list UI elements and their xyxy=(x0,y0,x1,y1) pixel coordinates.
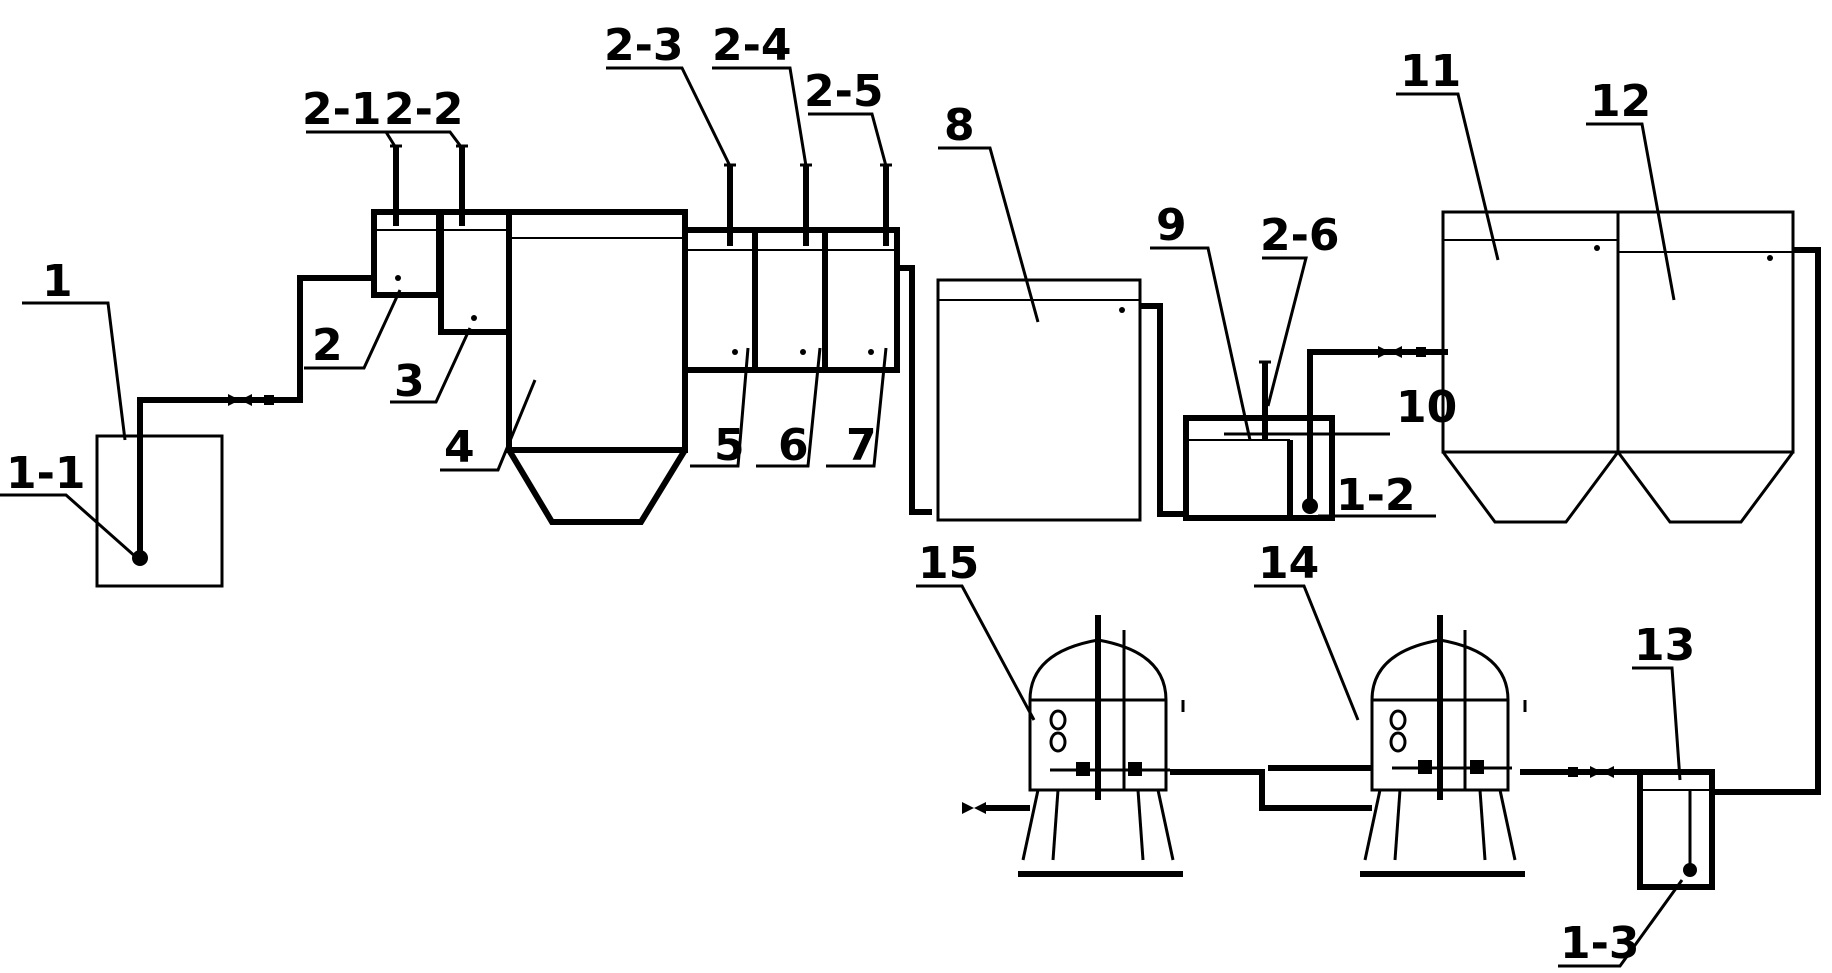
dosing-line-2-3 xyxy=(724,163,736,246)
tank-11 xyxy=(1441,210,1620,524)
label-15: 15 xyxy=(918,538,979,589)
tank-6 xyxy=(752,227,828,373)
label-13: 13 xyxy=(1634,620,1695,671)
tank-3 xyxy=(438,209,512,335)
tank-2 xyxy=(371,209,442,298)
tank-8 xyxy=(936,278,1142,522)
label-1-1: 1-1 xyxy=(6,448,86,499)
label-1-3: 1-3 xyxy=(1560,918,1640,969)
dosing-line-2-4 xyxy=(800,163,812,246)
dosing-line-2-5 xyxy=(880,163,892,246)
label-3: 3 xyxy=(394,356,425,407)
tank-9 xyxy=(1183,415,1335,521)
label-2-2: 2-2 xyxy=(384,84,464,135)
tank-1 xyxy=(95,434,224,588)
label-7: 7 xyxy=(846,420,877,471)
tank-4 xyxy=(506,209,688,525)
label-5: 5 xyxy=(714,420,745,471)
valve-1 xyxy=(228,394,274,406)
dosing-line-2-6 xyxy=(1259,360,1271,440)
valve-3 xyxy=(1568,766,1614,778)
tank-13 xyxy=(1637,769,1715,890)
label-11: 11 xyxy=(1400,46,1461,97)
label-2: 2 xyxy=(312,320,343,371)
label-1-2: 1-2 xyxy=(1336,470,1416,521)
filter-vessel-15 xyxy=(1018,615,1185,877)
tank-7 xyxy=(822,227,900,373)
label-6: 6 xyxy=(778,420,809,471)
pipe-1-to-2 xyxy=(137,275,374,558)
label-14: 14 xyxy=(1258,538,1319,589)
label-9: 9 xyxy=(1156,200,1187,251)
label-2-3: 2-3 xyxy=(604,20,684,71)
valve-2 xyxy=(1378,346,1426,358)
label-12: 12 xyxy=(1590,76,1651,127)
pipe-7-to-8 xyxy=(897,265,932,515)
label-2-6: 2-6 xyxy=(1260,210,1340,261)
label-1: 1 xyxy=(42,256,73,307)
tank-12 xyxy=(1616,210,1795,524)
outlet-valve xyxy=(962,802,986,814)
pipe-12-to-13 xyxy=(1712,247,1821,795)
label-2-4: 2-4 xyxy=(712,20,792,71)
tank-5 xyxy=(682,227,758,373)
leader-lines xyxy=(0,66,1684,968)
label-8: 8 xyxy=(944,100,975,151)
filter-vessel-14 xyxy=(1360,615,1527,877)
pipe-14-to-15-b xyxy=(1170,769,1372,811)
pipe-8-to-9 xyxy=(1140,303,1186,517)
label-4: 4 xyxy=(444,422,475,473)
label-2-5: 2-5 xyxy=(804,66,884,117)
label-10: 10 xyxy=(1396,382,1457,433)
label-2-1: 2-1 xyxy=(302,84,382,135)
